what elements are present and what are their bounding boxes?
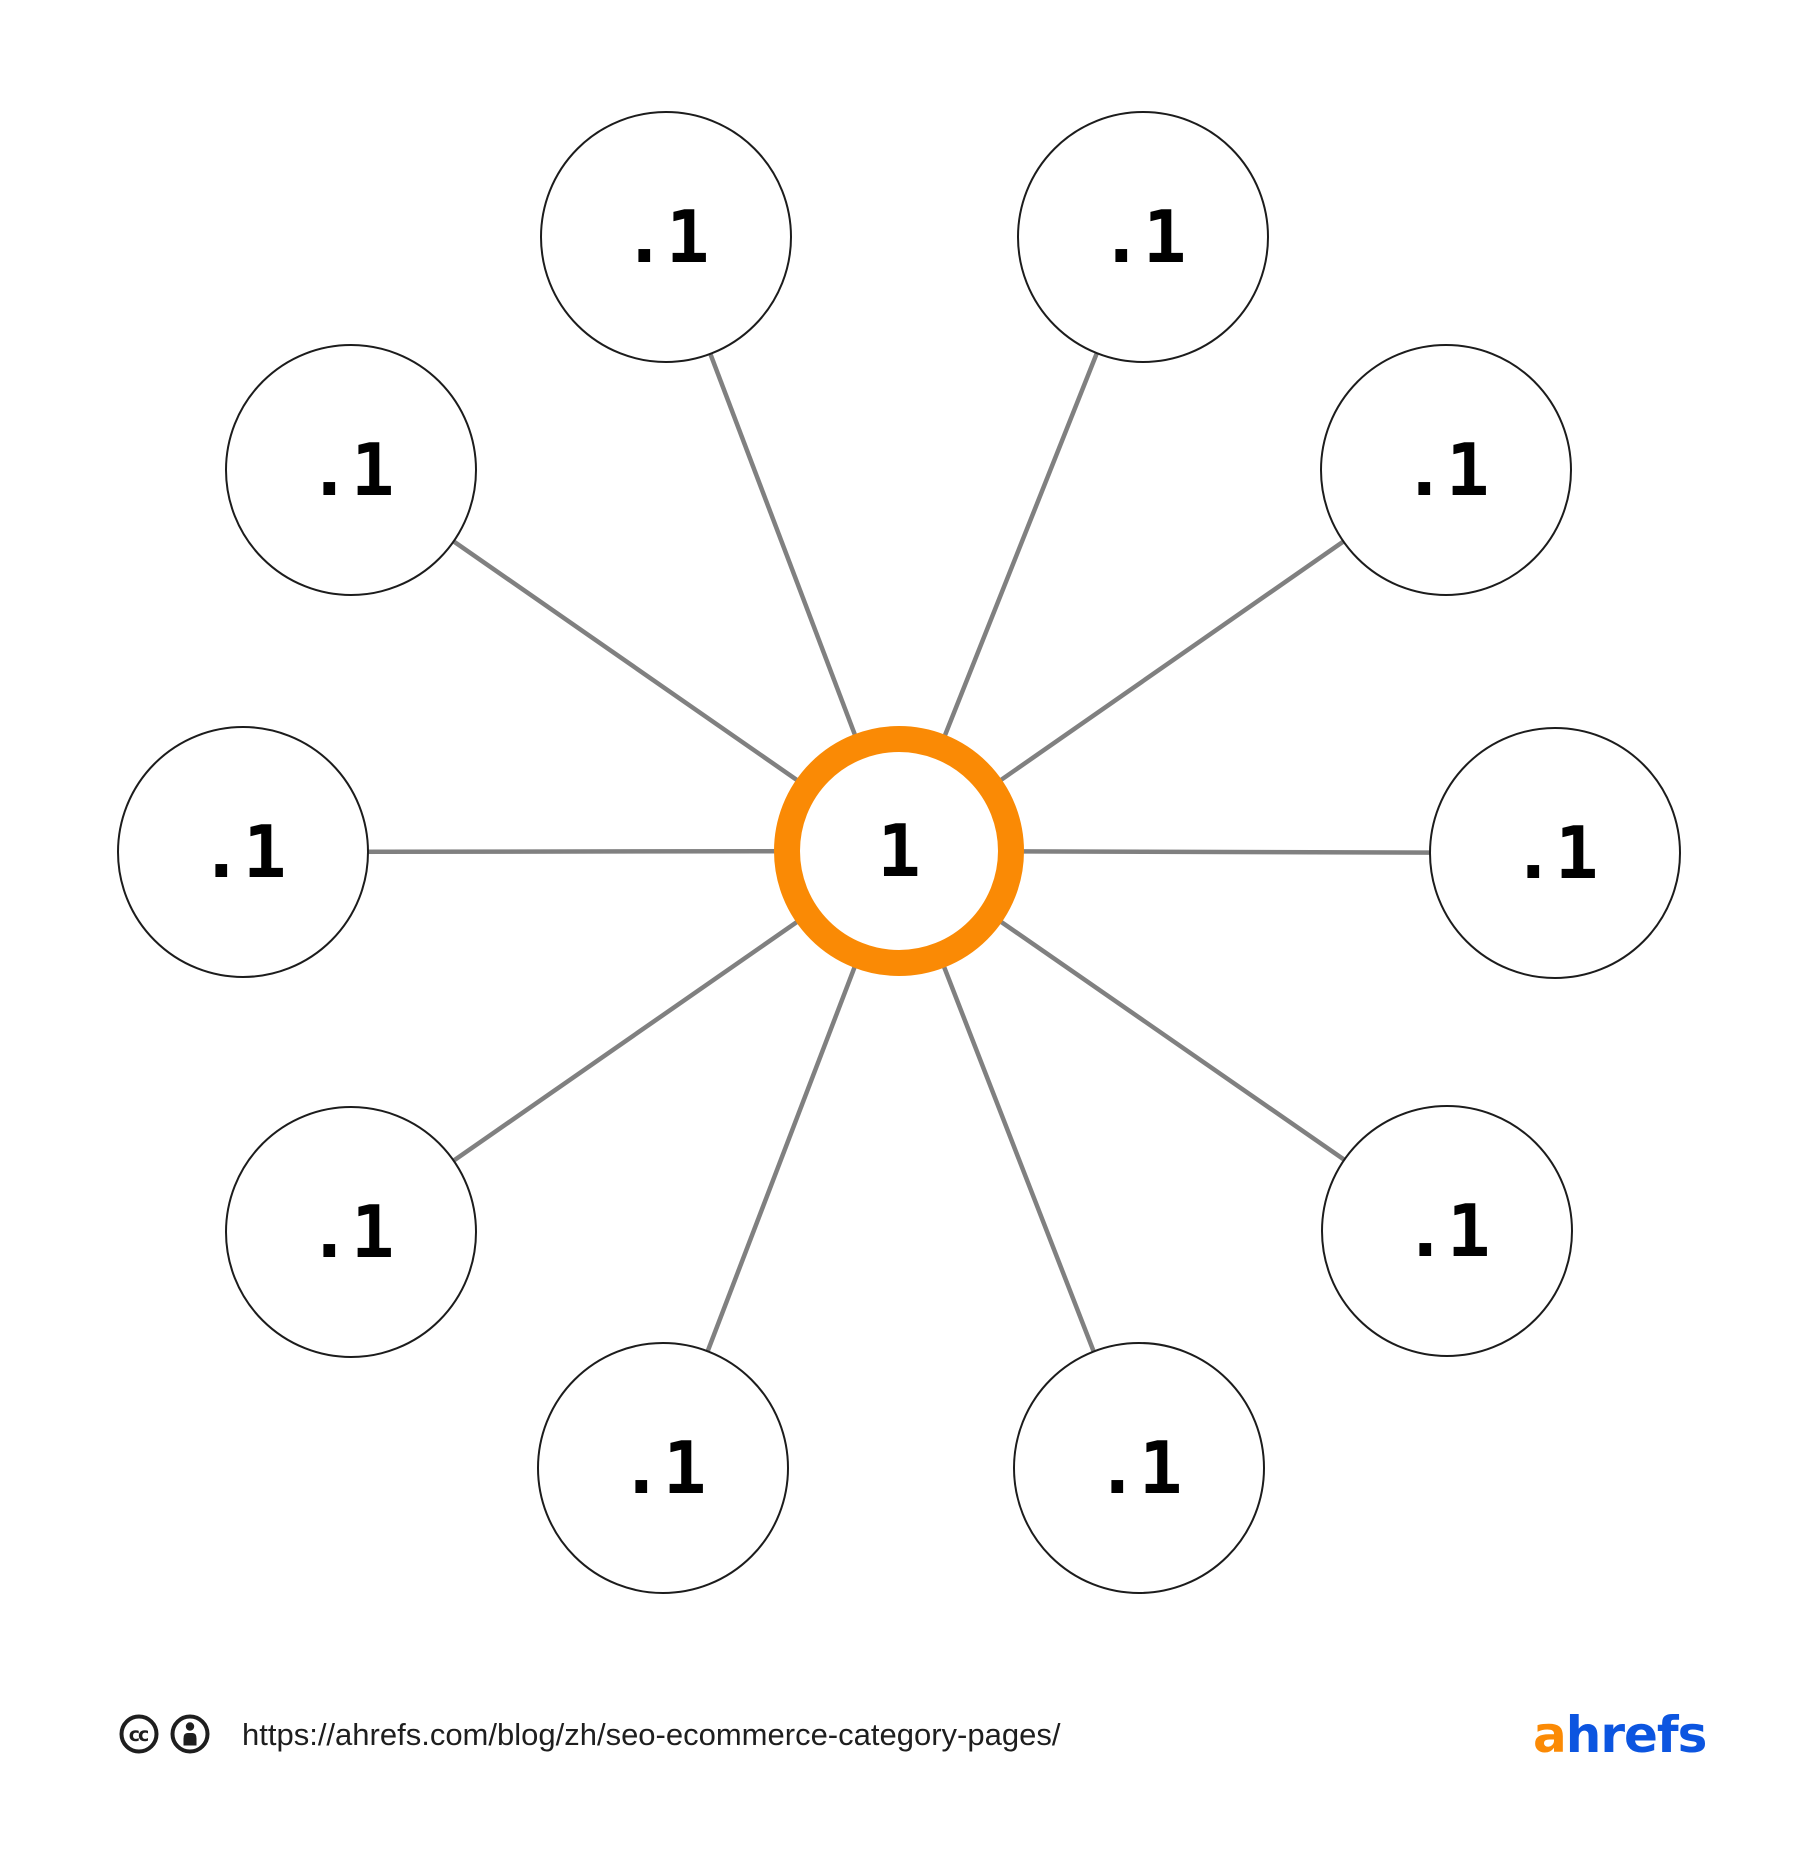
satellite-circle: [1017, 111, 1269, 363]
satellite-circle: [225, 1106, 477, 1358]
cc-icon-circle: [119, 1714, 159, 1754]
satellite-label: .1: [1512, 811, 1599, 895]
source-url: https://ahrefs.com/blog/zh/seo-ecommerce…: [242, 1717, 1061, 1752]
satellite-circle: [1429, 727, 1681, 979]
cc-icon-letters: cc: [129, 1724, 148, 1746]
satellite-label: .1: [1403, 428, 1490, 512]
center-ring-circle: [774, 726, 1024, 976]
satellite-label: .1: [308, 428, 395, 512]
attribution-icon-head: [185, 1722, 195, 1731]
ahrefs-logo-a: a: [1533, 1706, 1566, 1764]
satellite-node: .1: [1321, 1105, 1573, 1357]
satellite-node: .1: [225, 344, 477, 596]
satellite-label: .1: [1404, 1189, 1491, 1273]
satellite-node: .1: [1017, 111, 1269, 363]
satellite-node: .1: [225, 1106, 477, 1358]
satellite-label: .1: [1100, 195, 1187, 279]
satellite-node: .1: [117, 726, 369, 978]
satellite-node: .1: [1013, 1342, 1265, 1594]
satellite-circle: [1320, 344, 1572, 596]
satellite-node: .1: [1429, 727, 1681, 979]
attribution-icon-body: [183, 1733, 197, 1746]
center-node-label: 1: [877, 809, 920, 893]
satellite-label: .1: [623, 195, 710, 279]
satellite-node: .1: [1320, 344, 1572, 596]
satellite-circle: [117, 726, 369, 978]
satellites-group: .1 .1 .1 .1 .1 .1 .1 .1 .1 .1: [117, 111, 1681, 1594]
center-node: 1: [774, 726, 1024, 976]
satellite-label: .1: [200, 810, 287, 894]
attribution-icon-circle: [170, 1714, 210, 1754]
attribution-icon: [170, 1714, 210, 1754]
satellite-circle: [537, 1342, 789, 1594]
satellite-label: .1: [308, 1190, 395, 1274]
satellite-node: .1: [537, 1342, 789, 1594]
ahrefs-logo: ahrefs: [1533, 1706, 1706, 1764]
satellite-circle: [1321, 1105, 1573, 1357]
satellite-label: .1: [1096, 1426, 1183, 1510]
cc-icon: cc: [119, 1714, 159, 1754]
satellite-circle: [1013, 1342, 1265, 1594]
footer: cc https://ahrefs.com/blog/zh/seo-ecomme…: [119, 1706, 1707, 1764]
satellite-circle: [540, 111, 792, 363]
satellite-node: .1: [540, 111, 792, 363]
satellite-circle: [225, 344, 477, 596]
satellite-label: .1: [620, 1426, 707, 1510]
ahrefs-logo-hrefs: hrefs: [1566, 1706, 1707, 1764]
